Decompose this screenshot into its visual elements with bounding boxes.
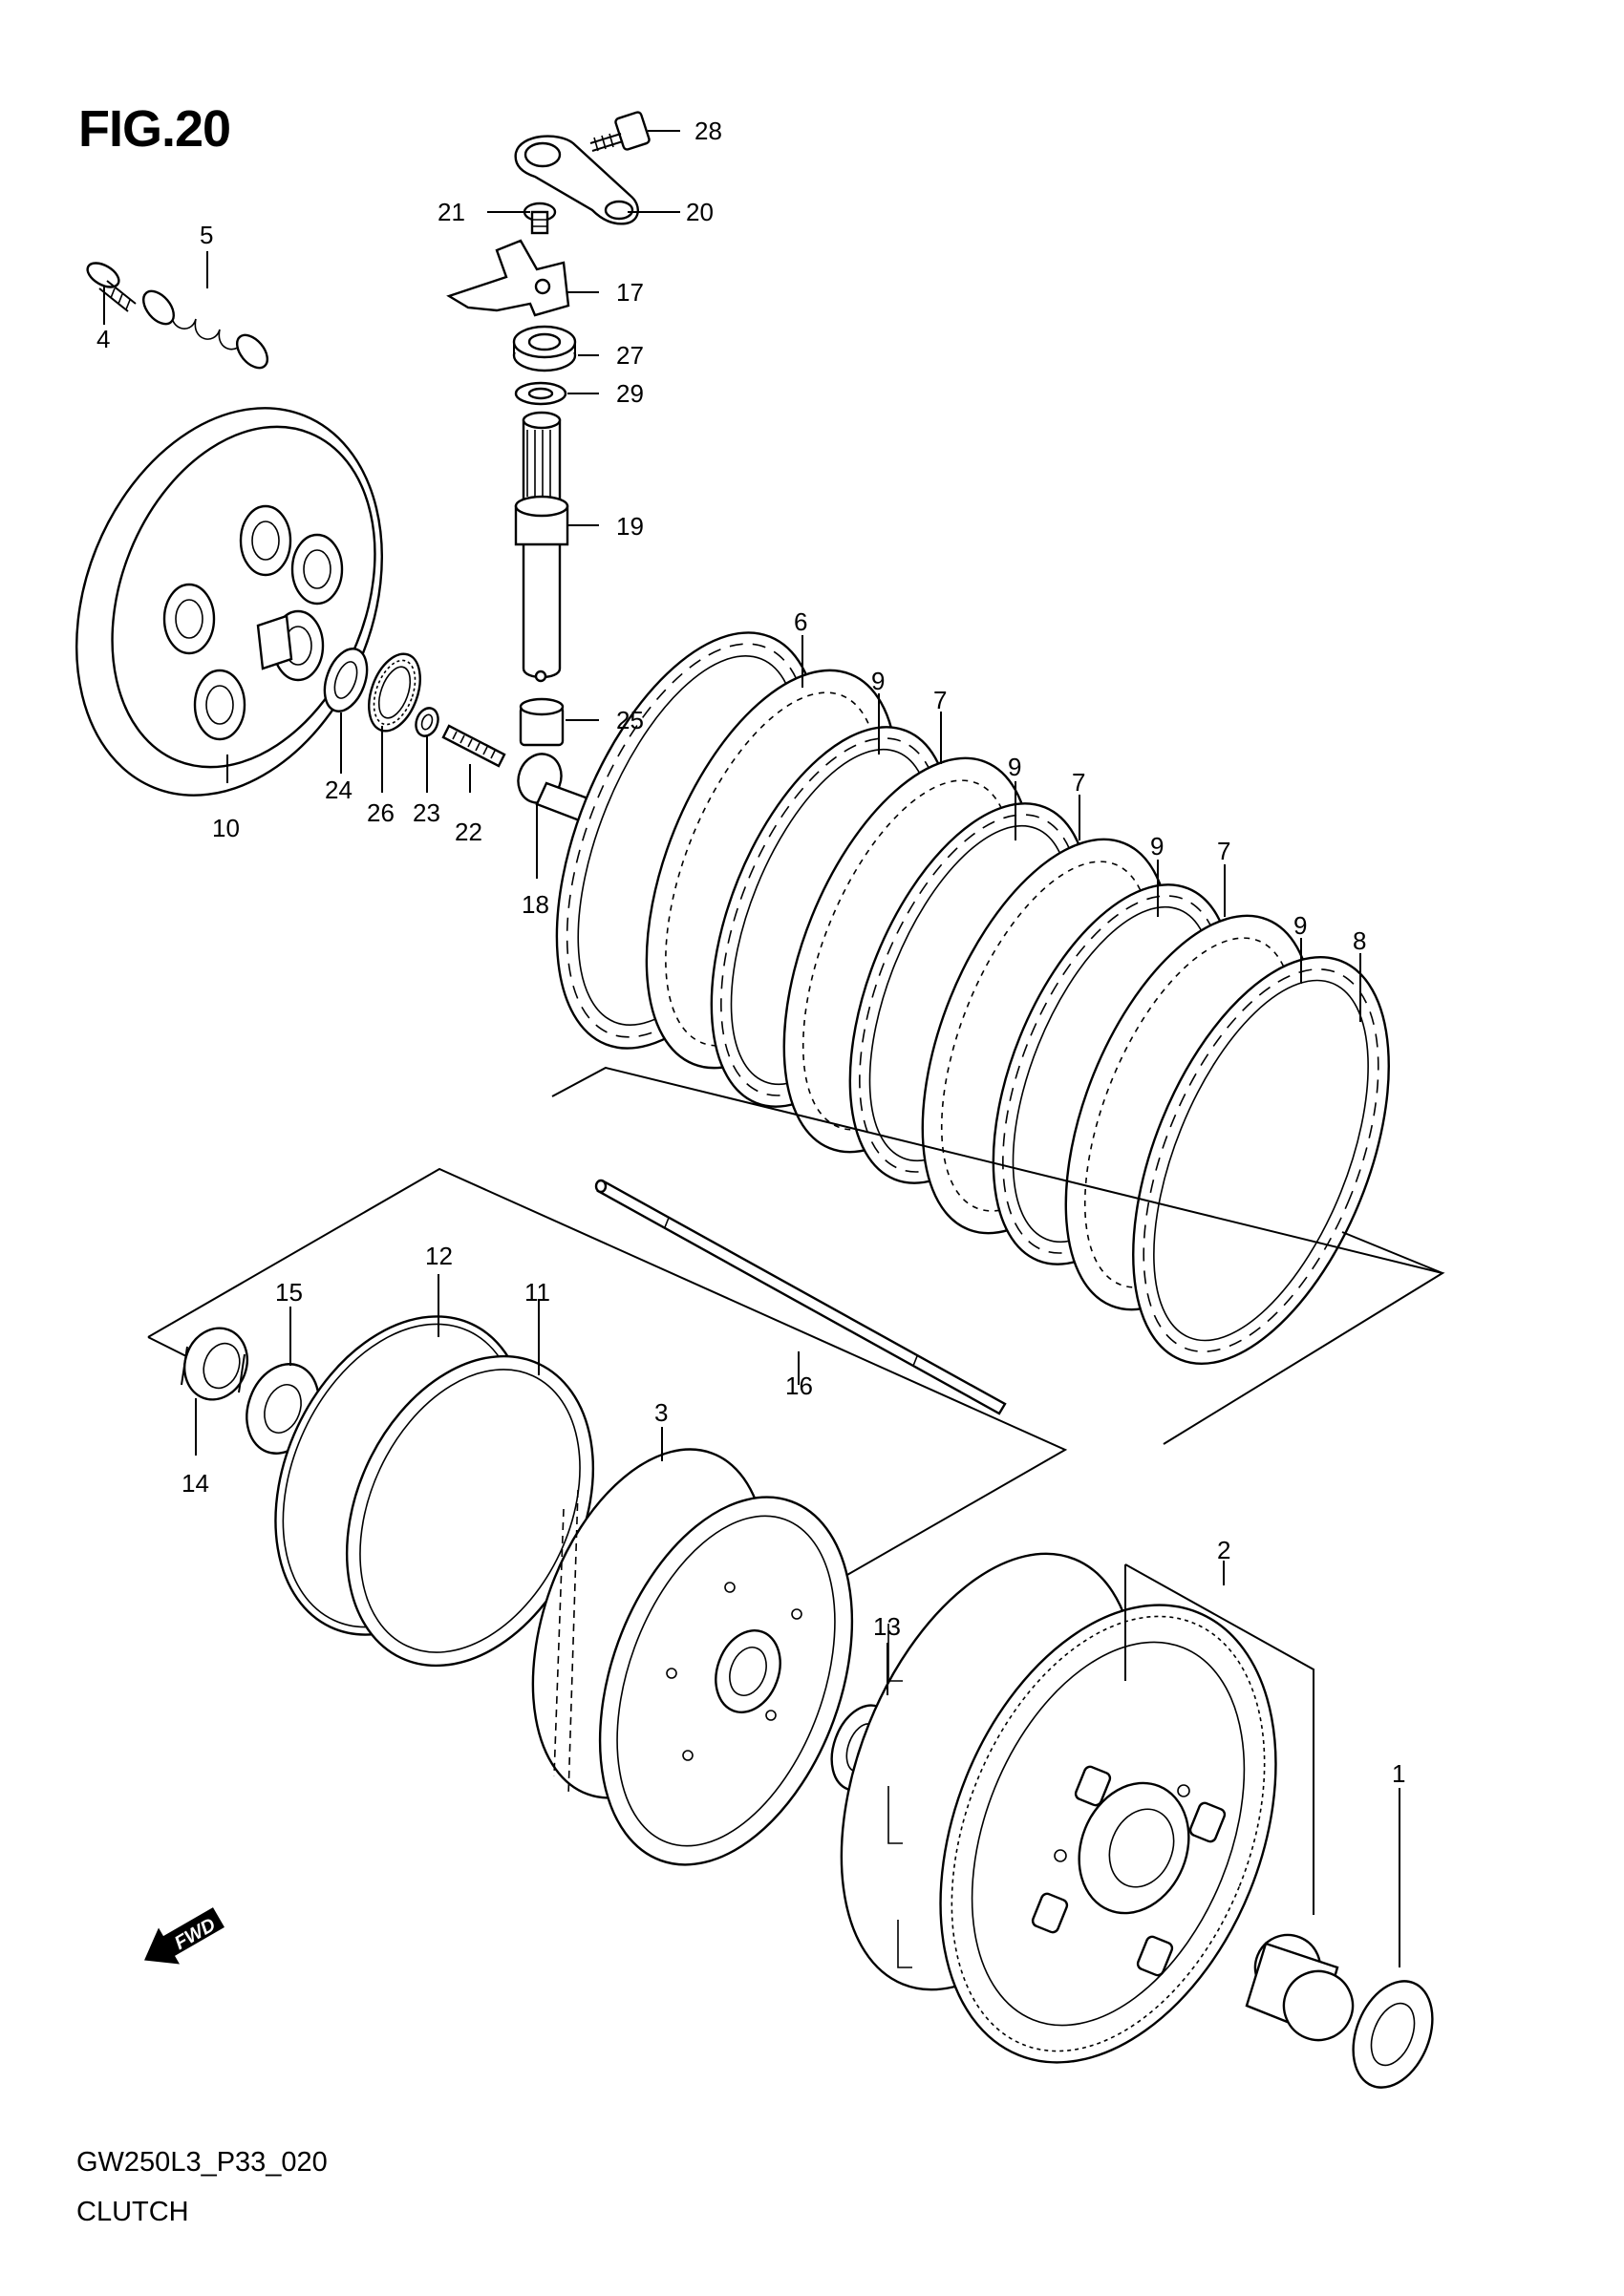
spacer-sleeve <box>1245 1933 1355 2042</box>
part-17-plate <box>446 239 570 317</box>
part-19-shaft <box>514 411 569 683</box>
callout-9b: 9 <box>1008 753 1021 781</box>
part-29-washer <box>514 381 567 406</box>
figure-title: FIG.20 <box>78 100 231 158</box>
part-26-thrust-bearing <box>368 652 421 733</box>
part-14-nut <box>181 1327 248 1401</box>
callout-27: 27 <box>616 341 644 370</box>
part-10-pressure-plate <box>75 407 383 797</box>
part-27-bearing <box>512 325 577 372</box>
callout-15: 15 <box>275 1278 303 1307</box>
callout-8: 8 <box>1353 926 1366 955</box>
callout-19: 19 <box>616 512 644 541</box>
callout-2: 2 <box>1217 1536 1230 1564</box>
part-8-drive-plate <box>1132 956 1390 1365</box>
callout-7a: 7 <box>933 686 947 714</box>
leader-lines <box>103 130 1400 1967</box>
callout-23: 23 <box>413 798 440 827</box>
callout-5: 5 <box>200 221 213 249</box>
part-2-clutch-housing <box>840 1552 1277 2064</box>
part-20-release-arm <box>514 135 639 225</box>
callout-6: 6 <box>794 607 807 636</box>
plate-set-bracket <box>551 1066 1445 1445</box>
callout-7c: 7 <box>1217 837 1230 865</box>
part-28-bolt <box>589 111 651 152</box>
part-24-washer <box>323 648 369 712</box>
part-23-washer <box>415 707 439 737</box>
callout-4: 4 <box>96 325 110 353</box>
part-21-bolt <box>523 202 557 235</box>
callout-18: 18 <box>522 890 549 919</box>
callout-3: 3 <box>654 1398 668 1427</box>
callout-1: 1 <box>1392 1759 1405 1788</box>
callout-24: 24 <box>325 776 353 804</box>
callout-21: 21 <box>438 198 465 226</box>
callout-22: 22 <box>455 818 482 846</box>
part-4-bolt <box>86 262 137 312</box>
callout-14: 14 <box>182 1469 209 1498</box>
part-2-bracket <box>1124 1563 1314 1915</box>
hub-set-bracket <box>147 1167 1068 1617</box>
callout-9d: 9 <box>1293 911 1307 940</box>
part-16-push-rod <box>594 1179 1007 1415</box>
callout-17: 17 <box>616 278 644 307</box>
part-3-sleeve-hub <box>531 1448 854 1866</box>
callout-13: 13 <box>873 1612 901 1641</box>
callout-9a: 9 <box>871 667 885 695</box>
part-22-pushrod <box>441 724 506 768</box>
callout-20: 20 <box>686 198 714 226</box>
diagram-code: GW250L3_P33_020 <box>76 2147 328 2178</box>
callout-7b: 7 <box>1072 768 1085 797</box>
fwd-arrow-icon: FWD <box>144 1907 224 1965</box>
part-5-spring <box>141 289 269 370</box>
callout-26: 26 <box>367 798 395 827</box>
callout-16: 16 <box>785 1371 813 1400</box>
callout-12: 12 <box>425 1242 453 1270</box>
callout-29: 29 <box>616 379 644 408</box>
part-25-bushing <box>519 697 565 747</box>
callout-25: 25 <box>616 706 644 734</box>
callout-10: 10 <box>212 814 240 842</box>
callout-9c: 9 <box>1150 832 1164 861</box>
part-1-thrust-washer <box>1352 1980 1434 2089</box>
diagram-caption: CLUTCH <box>76 2197 189 2227</box>
callout-labels: 28 20 21 17 27 29 19 25 4 5 10 24 26 23 … <box>96 117 1405 1788</box>
callout-11: 11 <box>524 1278 550 1307</box>
callout-28: 28 <box>694 117 722 145</box>
